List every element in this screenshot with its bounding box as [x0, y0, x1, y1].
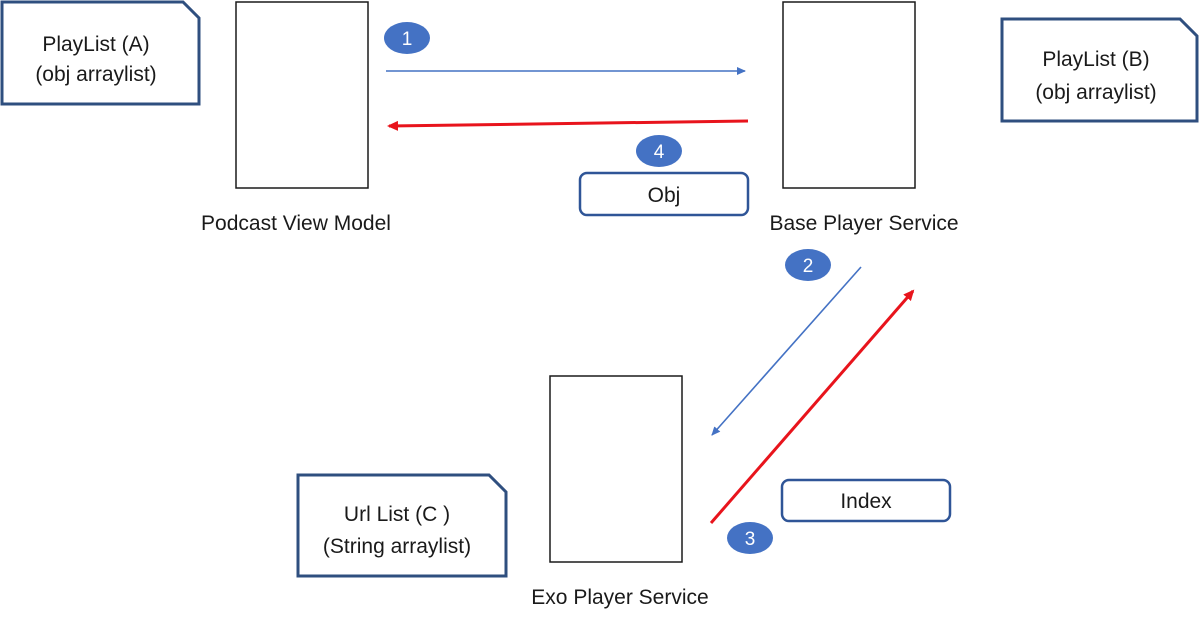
note-url-list-c: Url List (C ) (String arraylist) — [296, 473, 508, 578]
payload-obj-label: Obj — [648, 184, 681, 207]
base-player-service-label: Base Player Service — [769, 212, 958, 235]
exo-player-service-label: Exo Player Service — [531, 586, 708, 609]
payload-obj: Obj — [578, 171, 750, 217]
step-badge-3: 3 — [727, 522, 773, 554]
base-player-service-box — [782, 1, 916, 189]
arrow-step-4 — [387, 119, 749, 131]
step-badge-3-number: 3 — [745, 529, 756, 550]
payload-index: Index — [780, 478, 952, 523]
step-badge-2: 2 — [785, 249, 831, 281]
payload-index-label: Index — [840, 490, 892, 513]
note-playlist-b: PlayList (B) (obj arraylist) — [1000, 17, 1199, 123]
exo-player-service-box — [549, 375, 683, 563]
podcast-view-model-label: Podcast View Model — [201, 212, 391, 235]
step-badge-4-number: 4 — [654, 142, 665, 163]
step-badge-1: 1 — [384, 22, 430, 54]
step-badge-2-number: 2 — [803, 256, 814, 277]
arrow-step-3 — [709, 289, 915, 524]
note-playlist-b-line2: (obj arraylist) — [1035, 81, 1156, 104]
note-playlist-a-line2: (obj arraylist) — [35, 63, 156, 86]
note-url-list-c-line2: (String arraylist) — [323, 535, 471, 558]
podcast-view-model-box — [235, 1, 369, 189]
note-playlist-b-line1: PlayList (B) — [1042, 48, 1149, 71]
step-badge-4: 4 — [636, 135, 682, 167]
note-playlist-a-line1: PlayList (A) — [42, 33, 149, 56]
note-url-list-c-line1: Url List (C ) — [344, 503, 450, 526]
arrow-step-2 — [711, 266, 862, 436]
note-playlist-a: PlayList (A) (obj arraylist) — [0, 0, 201, 106]
step-badge-1-number: 1 — [402, 29, 413, 50]
